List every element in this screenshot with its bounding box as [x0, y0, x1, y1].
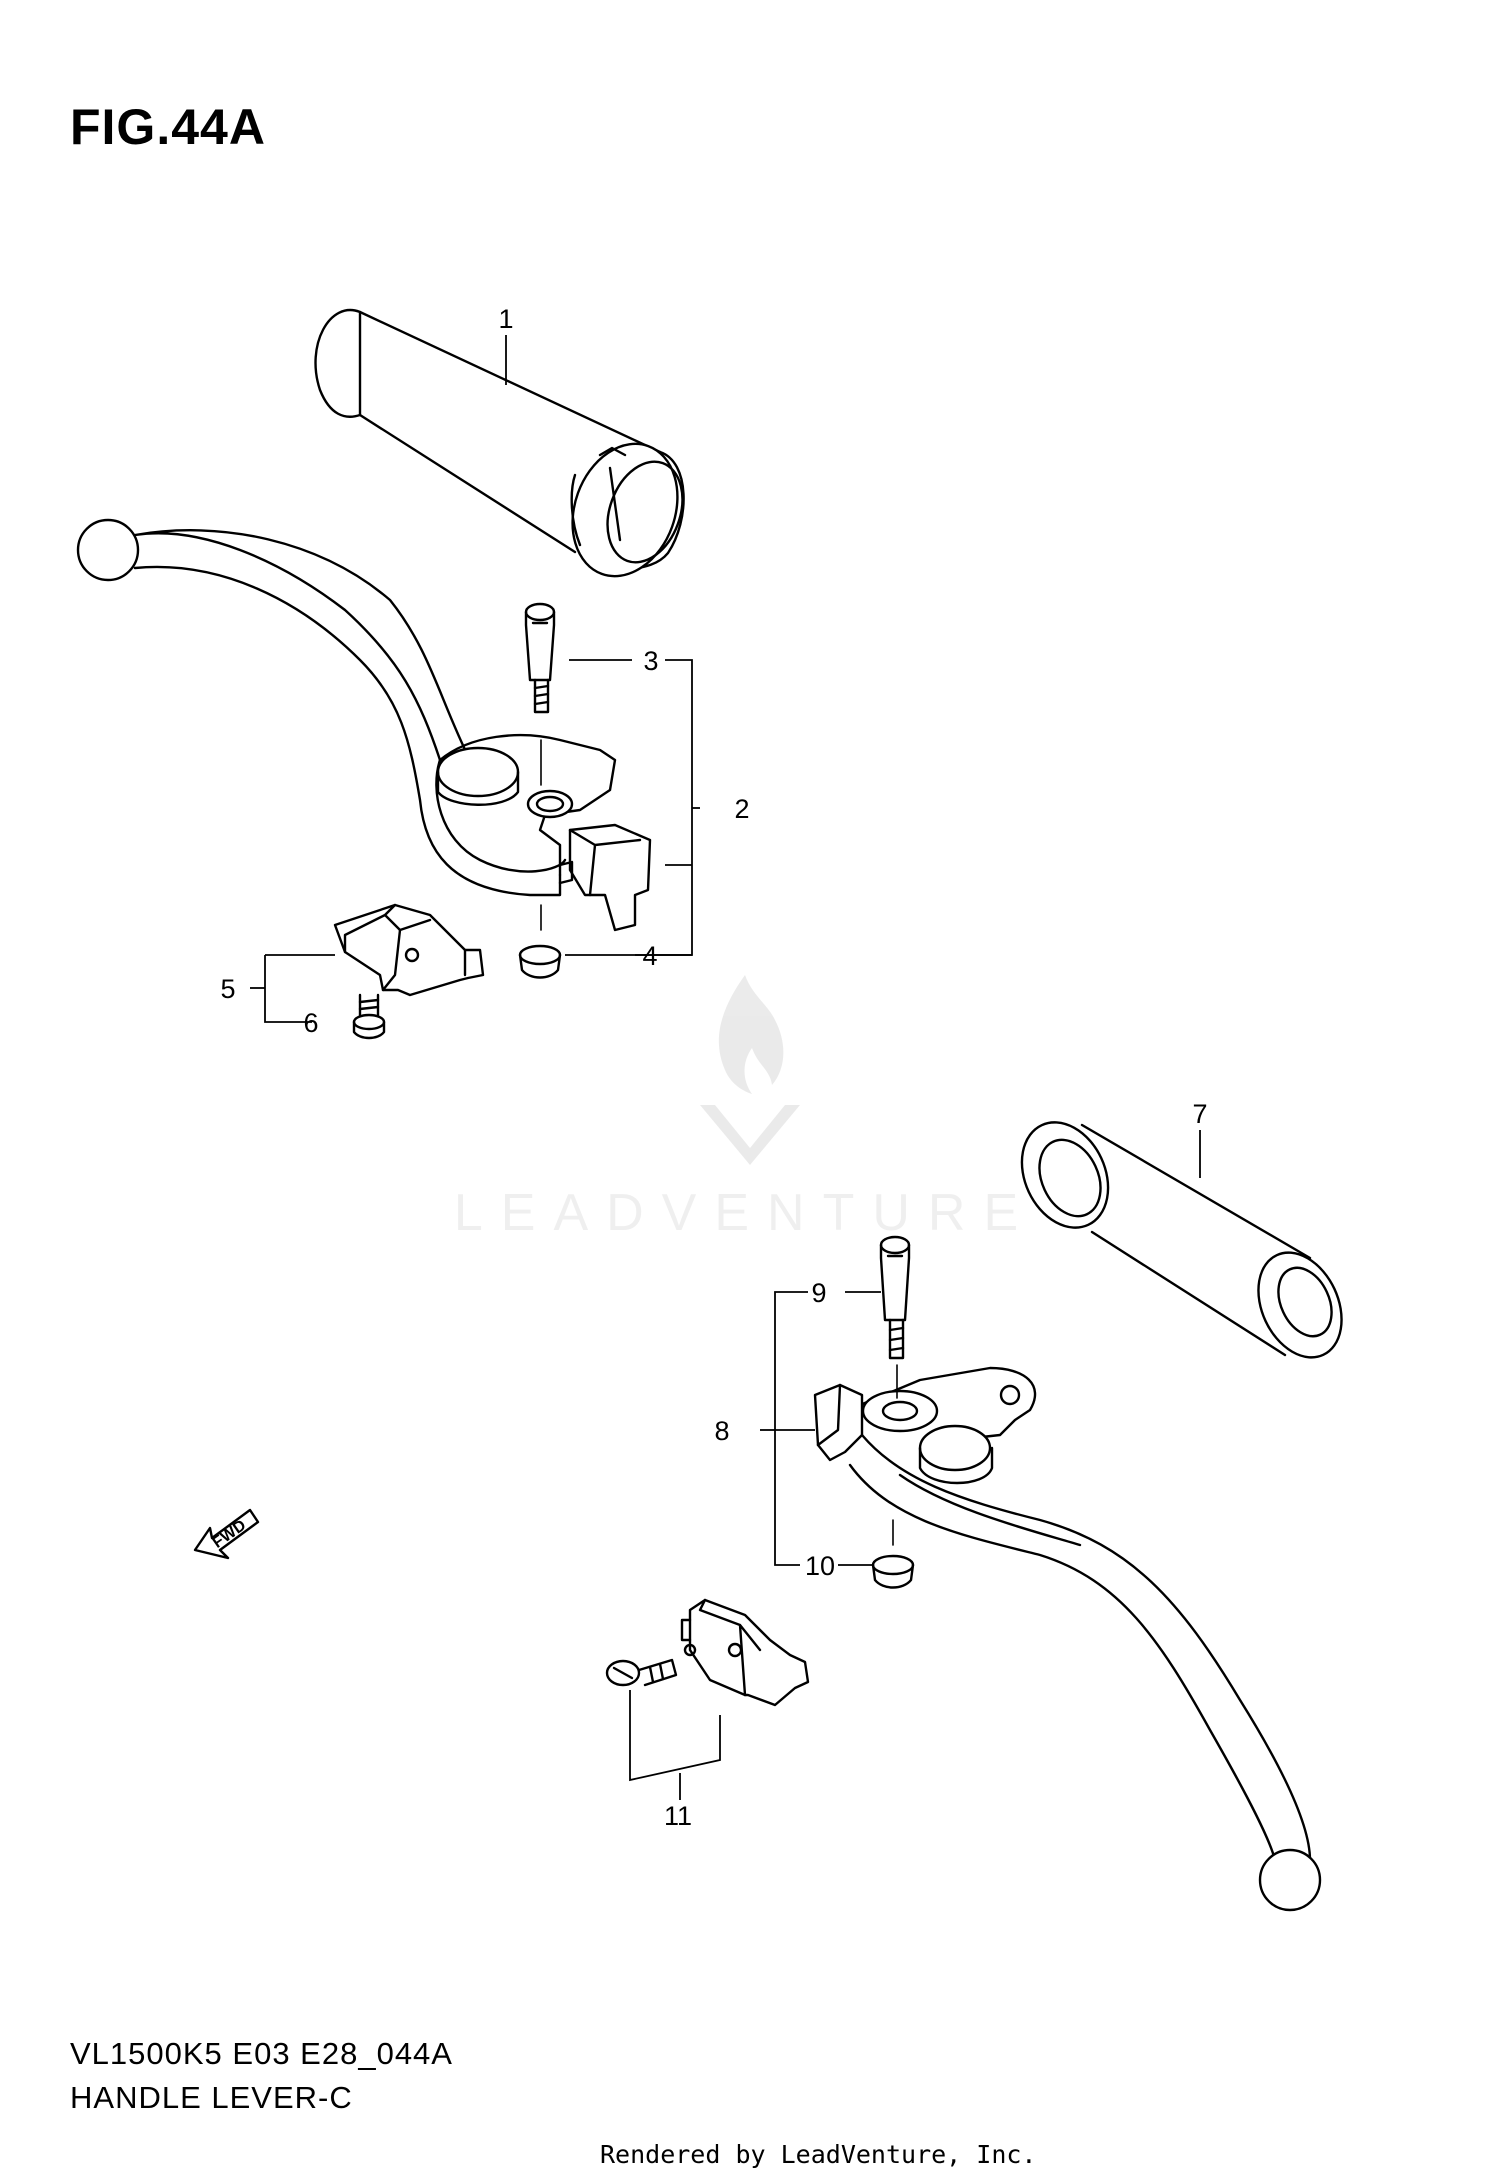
- right-clutch-switch: [680, 1598, 810, 1707]
- callout-3: 3: [643, 646, 658, 676]
- left-pivot-bolt: [524, 602, 556, 786]
- callout-5: 5: [220, 974, 235, 1004]
- render-credit: Rendered by LeadVenture, Inc.: [600, 2140, 1037, 2169]
- watermark-v-logo-icon: [700, 1105, 800, 1165]
- left-brake-switch: [333, 903, 485, 997]
- callout-numbers: 1 2 3 4 5 6 7 8 9 10 11: [220, 304, 1207, 1831]
- figure-title: FIG.44A: [70, 99, 266, 155]
- callout-6: 6: [303, 1008, 318, 1038]
- callout-10: 10: [805, 1551, 835, 1581]
- callout-9: 9: [811, 1278, 826, 1308]
- right-switch-screw: [605, 1658, 678, 1687]
- left-pivot-nut: [518, 904, 562, 979]
- callout-2: 2: [734, 794, 749, 824]
- callout-11: 11: [664, 1801, 692, 1831]
- right-clutch-lever: [813, 1366, 1322, 1912]
- right-handlebar-grip: [1020, 1121, 1343, 1359]
- leader-lines: [250, 335, 1201, 1800]
- left-brake-lever: [76, 518, 652, 932]
- right-pivot-nut: [871, 1519, 915, 1589]
- right-pivot-bolt: [879, 1235, 911, 1399]
- fwd-direction-arrow-icon: [193, 1508, 260, 1560]
- watermark-text: LEADVENTURE: [454, 1184, 1036, 1242]
- callout-7: 7: [1192, 1099, 1207, 1129]
- watermark-flame-icon: [718, 975, 784, 1094]
- part-name: HANDLE LEVER-C: [70, 2080, 353, 2115]
- callout-1: 1: [498, 304, 513, 334]
- model-code: VL1500K5 E03 E28_044A: [70, 2036, 453, 2071]
- callout-4: 4: [642, 941, 657, 971]
- callout-8: 8: [714, 1416, 729, 1446]
- watermark: LEADVENTURE: [454, 975, 1036, 1242]
- left-handlebar-grip: [314, 308, 685, 578]
- left-switch-screw: [352, 993, 386, 1040]
